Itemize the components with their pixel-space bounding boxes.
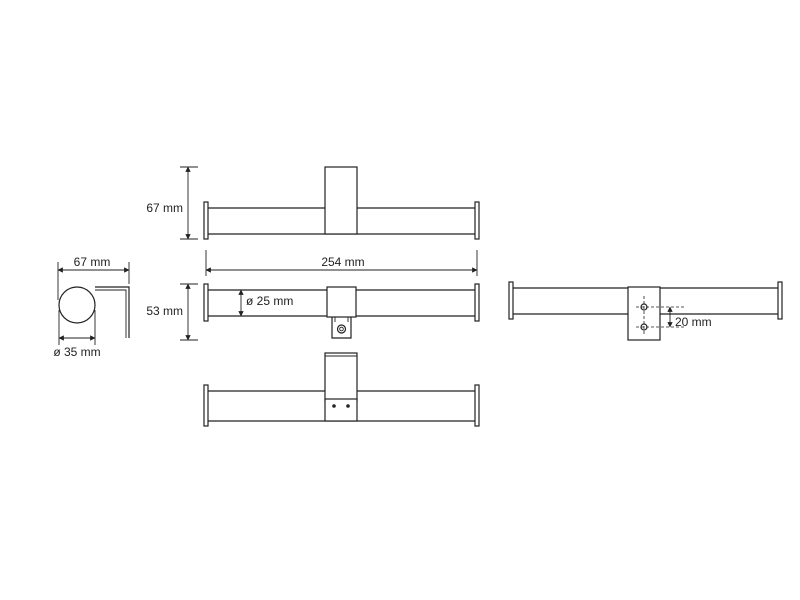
top-bracket (326, 286, 357, 318)
side-view-tube-end (58, 286, 96, 324)
bottom-right-cap (474, 384, 480, 427)
side-view: 67 mm ø 35 mm (53, 255, 130, 359)
side-diameter-label: ø 35 mm (53, 345, 100, 359)
side-width-label: 67 mm (74, 255, 111, 269)
front-wall-plate (324, 166, 358, 235)
rear-view: 20 mm (508, 281, 783, 341)
bottom-mounting-plate (324, 398, 358, 422)
rear-right-cap (777, 281, 783, 320)
top-depth-label: 53 mm (146, 304, 183, 318)
bottom-view (203, 352, 480, 427)
top-screw-icon (336, 324, 347, 334)
rear-left-cap (508, 281, 514, 320)
front-height-label: 67 mm (146, 201, 183, 215)
overall-width-label: 254 mm (321, 255, 364, 269)
top-view: 53 mm ø 25 mm (146, 283, 480, 341)
side-view-bracket (95, 286, 130, 338)
front-left-cap (203, 201, 209, 240)
bottom-left-cap (203, 384, 209, 427)
front-right-cap (474, 201, 480, 240)
bottom-bracket-post (324, 352, 358, 402)
tube-diameter-label: ø 25 mm (246, 294, 293, 308)
hole-spacing-label: 20 mm (675, 315, 712, 329)
overall-width-dimension: 254 mm (205, 250, 478, 276)
top-right-cap (474, 283, 480, 322)
top-left-cap (203, 283, 209, 322)
front-view: 67 mm (146, 166, 480, 240)
side-view-bracket-inner (95, 289, 127, 338)
